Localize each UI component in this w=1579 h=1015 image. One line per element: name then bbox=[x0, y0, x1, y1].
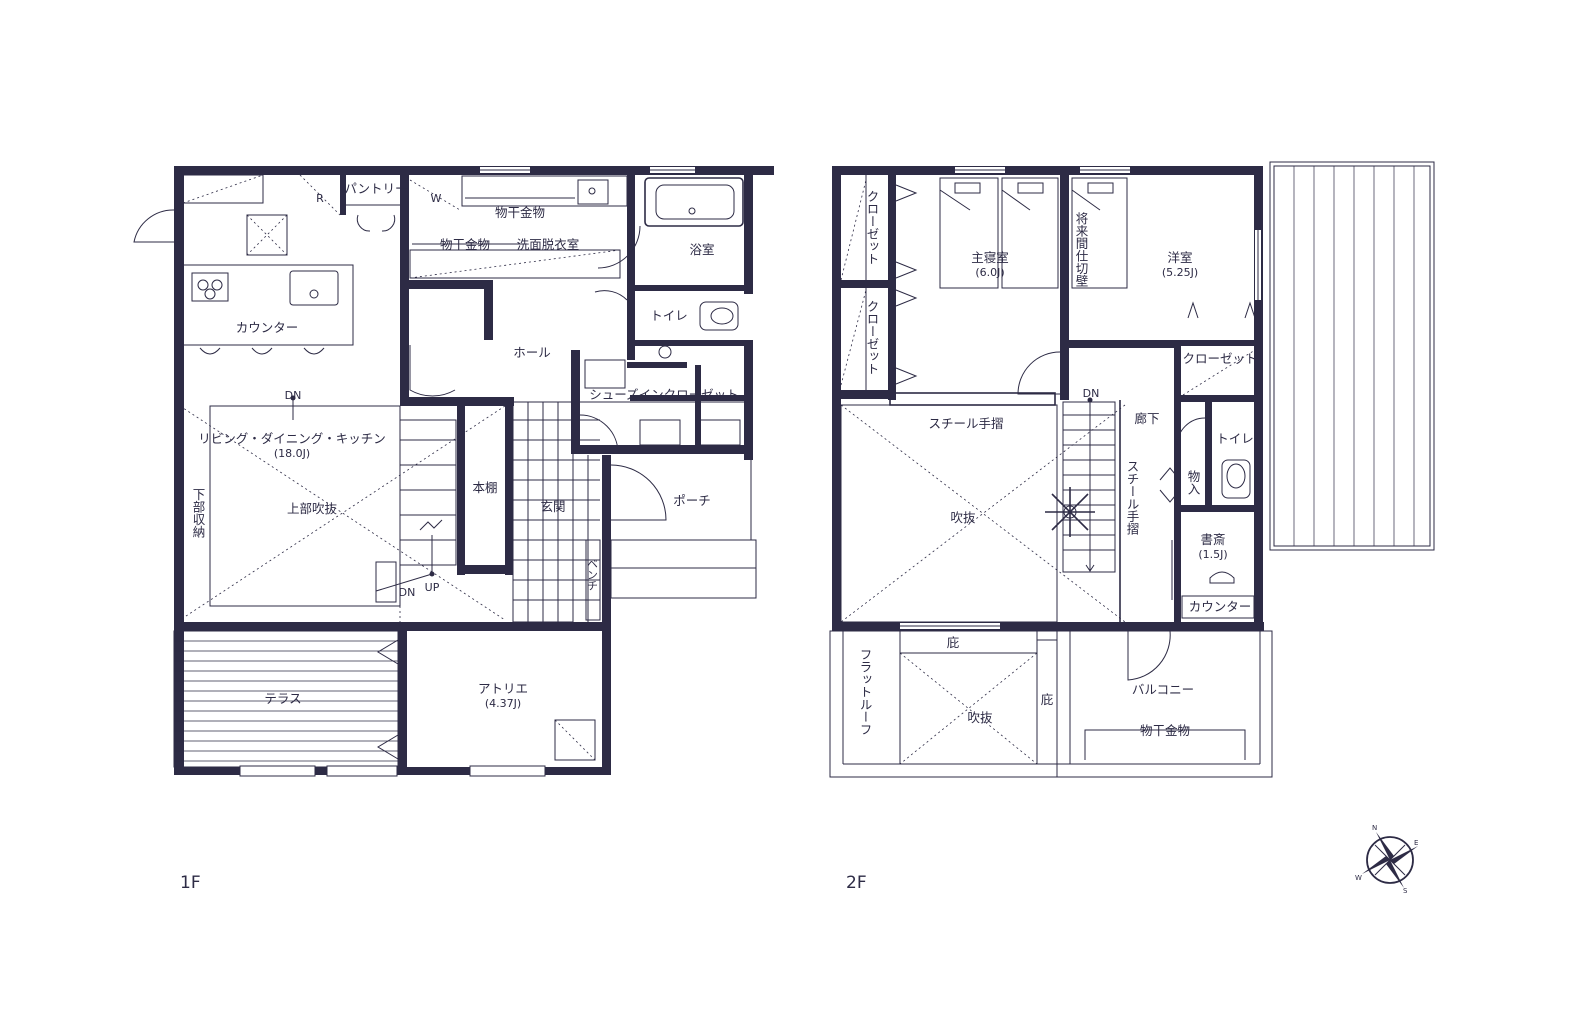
flat-roof-label: フラットルーフ bbox=[858, 648, 873, 736]
room-hall-label: ホール bbox=[513, 345, 551, 360]
stairs-dn2-label: DN bbox=[399, 586, 416, 599]
balcony-label: バルコニー bbox=[1132, 682, 1194, 697]
room-western-label: 洋室 bbox=[1167, 250, 1192, 265]
room-pantry-label: パントリー bbox=[344, 181, 407, 196]
stairs-up-label: UP bbox=[425, 581, 440, 594]
floor-2f-labels: クローゼット クローゼット 主寝室 (6.0J) 将来間仕切壁 洋室 (5.25… bbox=[858, 190, 1258, 738]
eaves-1-label: 庇 bbox=[947, 635, 960, 650]
room-western-size: (5.25J) bbox=[1162, 266, 1198, 279]
balcony-drying-rack-label: 物干金物 bbox=[1140, 723, 1190, 738]
ceiling-fan bbox=[1045, 487, 1095, 537]
room-porch-label: ポーチ bbox=[673, 493, 711, 508]
void-2f-label: 吹抜 bbox=[950, 510, 976, 525]
room-atelier-label: アトリエ bbox=[478, 681, 528, 696]
terrace-deck bbox=[173, 630, 399, 768]
room-entrance-label: 玄関 bbox=[540, 499, 565, 514]
storage-label: 物入 bbox=[1186, 470, 1201, 495]
floor-2f-title: 2F bbox=[846, 873, 867, 893]
compass-s-label: S bbox=[1403, 887, 1408, 895]
room-toilet-2f-label: トイレ bbox=[1216, 431, 1254, 446]
room-bath-label: 浴室 bbox=[689, 242, 714, 257]
closet-1-label: クローゼット bbox=[865, 190, 880, 265]
room-study-label: 書斎 bbox=[1200, 532, 1225, 547]
closet-3-label: クローゼット bbox=[1182, 351, 1257, 366]
void-2-label: 吹抜 bbox=[967, 710, 993, 725]
void-above-label: 上部吹抜 bbox=[287, 501, 338, 516]
steel-handrail-horizontal-label: スチール手摺 bbox=[928, 416, 1003, 431]
floor-2f-plan bbox=[829, 161, 1435, 778]
eaves-2-label: 庇 bbox=[1041, 692, 1054, 707]
compass-w-label: W bbox=[1355, 874, 1362, 882]
room-w-label: W bbox=[431, 192, 442, 205]
room-atelier-size: (4.37J) bbox=[485, 697, 521, 710]
stairs-dn-label: DN bbox=[285, 389, 302, 402]
room-toilet-1f-label: トイレ bbox=[650, 308, 688, 323]
bookshelf-label: 本棚 bbox=[472, 480, 497, 495]
room-master-bedroom-label: 主寝室 bbox=[971, 250, 1009, 265]
room-washroom-label: 洗面脱衣室 bbox=[517, 237, 580, 252]
room-master-bedroom-size: (6.0J) bbox=[975, 266, 1004, 279]
closet-2-label: クローゼット bbox=[865, 300, 880, 375]
future-partition-label: 将来間仕切壁 bbox=[1074, 212, 1089, 287]
floor-1f-labels: パントリー R W 物干金物 物干金物 洗面脱衣室 浴室 カウンター トイレ ホ… bbox=[191, 181, 739, 710]
drying-rack-left-label: 物干金物 bbox=[440, 237, 490, 252]
floor-1f-plan bbox=[133, 166, 774, 777]
room-terrace-label: テラス bbox=[264, 691, 301, 706]
drying-rack-top-label: 物干金物 bbox=[495, 205, 545, 220]
room-shoe-closet-label: シューズインクローゼット bbox=[589, 387, 738, 402]
room-ldk-label: リビング・ダイニング・キッチン bbox=[198, 431, 386, 446]
steel-handrail-vertical-label: スチール手摺 bbox=[1125, 460, 1140, 535]
stairs-2f-dn-label: DN bbox=[1083, 387, 1100, 400]
kitchen-counter-label: カウンター bbox=[236, 320, 299, 335]
under-storage-label: 下部収納 bbox=[191, 488, 206, 538]
room-r-label: R bbox=[316, 192, 324, 205]
bench-label: ベンチ bbox=[586, 558, 599, 591]
compass-n-label: N bbox=[1372, 824, 1377, 832]
room-ldk-size: (18.0J) bbox=[274, 447, 310, 460]
study-counter-label: カウンター bbox=[1189, 599, 1252, 614]
compass-rose-icon: N E S W bbox=[1355, 824, 1418, 895]
roof-deck bbox=[1269, 161, 1435, 551]
floor-1f-title: 1F bbox=[180, 873, 201, 893]
room-study-size: (1.5J) bbox=[1198, 548, 1227, 561]
corridor-label: 廊下 bbox=[1134, 411, 1159, 426]
compass-e-label: E bbox=[1414, 839, 1418, 847]
